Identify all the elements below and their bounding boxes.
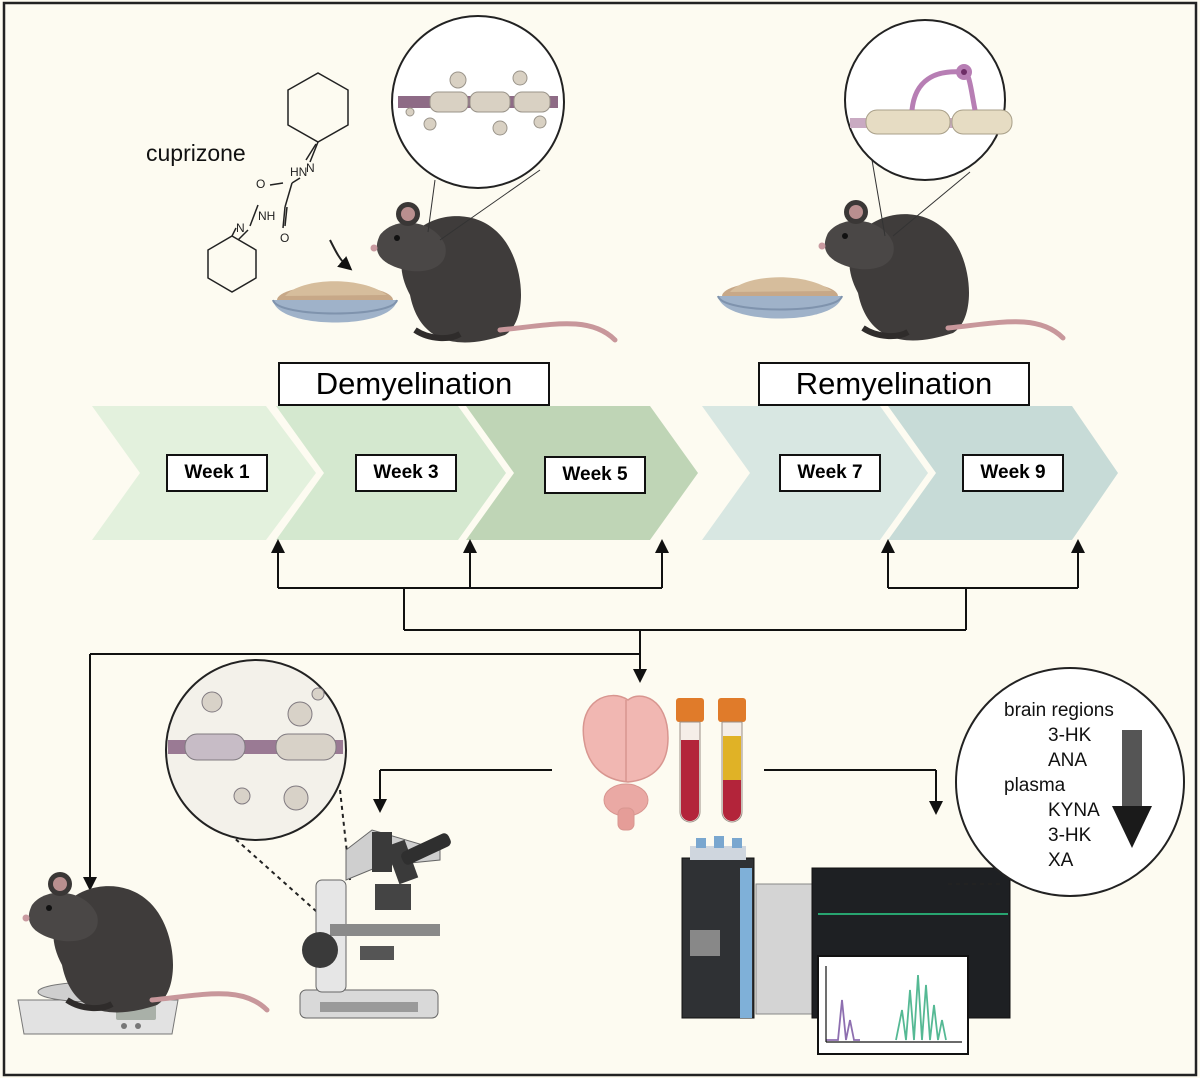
week-1-label: Week 1 bbox=[166, 454, 268, 492]
histology-magnifier-icon bbox=[165, 659, 351, 921]
phase-demyelination: Demyelination bbox=[278, 362, 550, 406]
results-brain-item: 3-HK bbox=[1048, 725, 1092, 746]
week-5-label: Week 5 bbox=[544, 456, 646, 494]
mass-spectrometer-icon bbox=[681, 836, 1011, 1019]
feeding-arrow bbox=[329, 239, 353, 271]
myelin-magnifier-icon bbox=[391, 15, 565, 241]
week-7-label: Week 7 bbox=[779, 454, 881, 492]
microscope-icon bbox=[299, 829, 451, 1019]
food-bowl-icon bbox=[272, 280, 398, 324]
chromatogram-icon bbox=[817, 955, 969, 1055]
results-plasma-heading: plasma bbox=[1004, 775, 1066, 796]
mouse-icon bbox=[819, 200, 1064, 340]
atom-label-n-top: N bbox=[306, 161, 315, 175]
cuprizone-molecule-icon bbox=[207, 72, 349, 293]
atom-label-nh-top: HN bbox=[290, 165, 307, 179]
week-3-label: Week 3 bbox=[355, 454, 457, 492]
remyelination-magnifier-icon bbox=[844, 19, 1013, 237]
results-plasma-item: KYNA bbox=[1048, 800, 1100, 821]
molecule-atom-labels: HN N O O NH N bbox=[236, 161, 315, 245]
compound-label: cuprizone bbox=[146, 140, 246, 166]
down-arrow-icon bbox=[1112, 806, 1152, 848]
phase-remyelination: Remyelination bbox=[758, 362, 1030, 406]
results-brain-heading: brain regions bbox=[1004, 700, 1114, 721]
results-bubble bbox=[955, 667, 1185, 897]
blood-tube-icon bbox=[676, 698, 704, 823]
results-plasma-item: XA bbox=[1048, 850, 1074, 871]
timepoint-connectors bbox=[83, 539, 1085, 891]
brain-icon bbox=[582, 694, 669, 831]
atom-label-o-left: O bbox=[256, 177, 265, 191]
plasma-tube-icon bbox=[718, 698, 746, 823]
atom-label-n-bottom: N bbox=[236, 221, 245, 235]
results-plasma-item: 3-HK bbox=[1048, 825, 1092, 846]
atom-label-o-right: O bbox=[280, 231, 289, 245]
mouse-icon bbox=[371, 202, 616, 342]
week-9-label: Week 9 bbox=[962, 454, 1064, 492]
food-bowl-icon bbox=[717, 276, 843, 320]
down-arrow-shaft bbox=[1122, 730, 1142, 808]
atom-label-nh-bottom: NH bbox=[258, 209, 275, 223]
results-brain-item: ANA bbox=[1048, 750, 1088, 771]
